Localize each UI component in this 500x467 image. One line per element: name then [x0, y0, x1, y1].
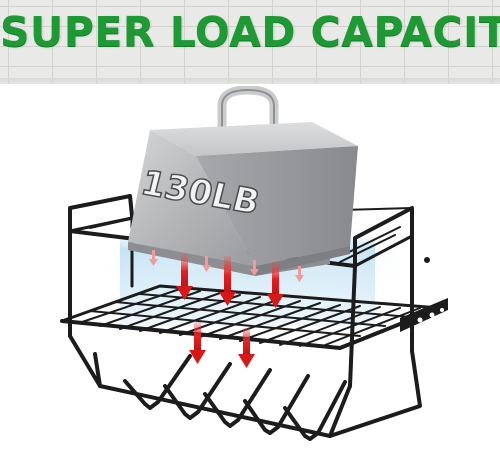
arrow [176, 254, 193, 300]
product-scene: 130LB [60, 86, 448, 441]
arrow [267, 262, 284, 308]
arrow [219, 256, 236, 306]
banner-divider [0, 78, 500, 84]
small-arrow [149, 250, 304, 282]
weight-130lb: 130LB [128, 86, 358, 276]
banner-title: SUPER LOAD CAPACITY [0, 8, 500, 56]
arrow [238, 328, 255, 368]
arrow [189, 322, 206, 364]
right-bracket [400, 257, 448, 332]
banner: SUPER LOAD CAPACITY [0, 0, 500, 84]
load-arrows [149, 250, 304, 368]
